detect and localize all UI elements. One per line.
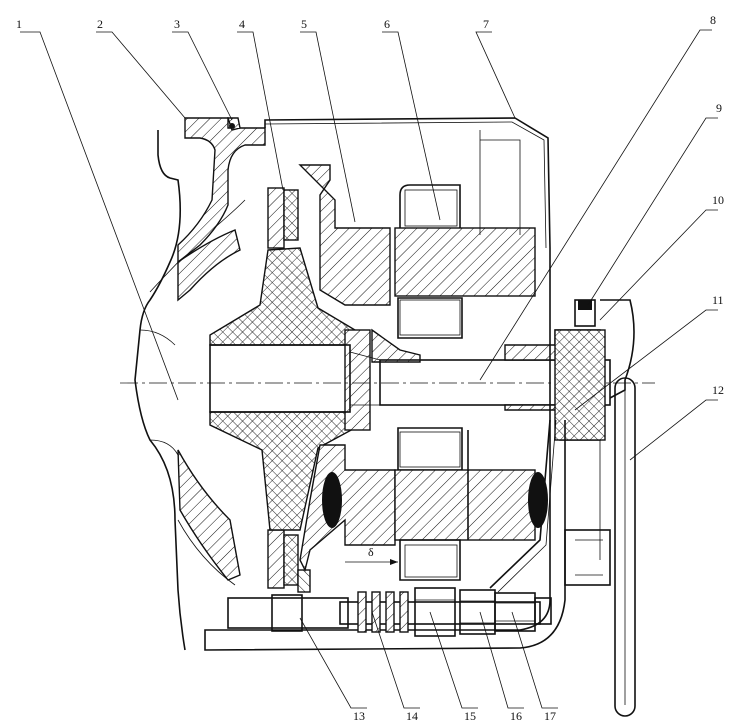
- callout-9: 9: [716, 101, 722, 115]
- electromagnet: [394, 130, 536, 581]
- callout-13: 13: [353, 709, 365, 723]
- callout-17: 17: [544, 709, 556, 723]
- callout-14: 14: [406, 709, 418, 723]
- callout-4: 4: [239, 17, 245, 31]
- callout-labels: 1 2 3 4 5 6 7 8 9 10 11 12 13 14 15 16 1…: [16, 13, 724, 723]
- friction-disc: [209, 187, 371, 593]
- callout-2: 2: [97, 17, 103, 31]
- callout-3: 3: [174, 17, 180, 31]
- main-housing: [177, 117, 551, 581]
- callout-11: 11: [712, 293, 724, 307]
- left-housing: [134, 130, 246, 651]
- spring-assembly: [204, 248, 566, 651]
- callout-16: 16: [510, 709, 522, 723]
- callout-12: 12: [712, 383, 724, 397]
- callout-8: 8: [710, 13, 716, 27]
- callout-5: 5: [301, 17, 307, 31]
- callout-7: 7: [483, 17, 489, 31]
- pressure-plate: [298, 164, 421, 573]
- callout-1: 1: [16, 17, 22, 31]
- callout-15: 15: [464, 709, 476, 723]
- callout-6: 6: [384, 17, 390, 31]
- delta-gap-label: δ: [368, 545, 374, 559]
- leader-lines: [20, 29, 718, 709]
- callout-10: 10: [712, 193, 724, 207]
- right-assembly: [504, 299, 636, 717]
